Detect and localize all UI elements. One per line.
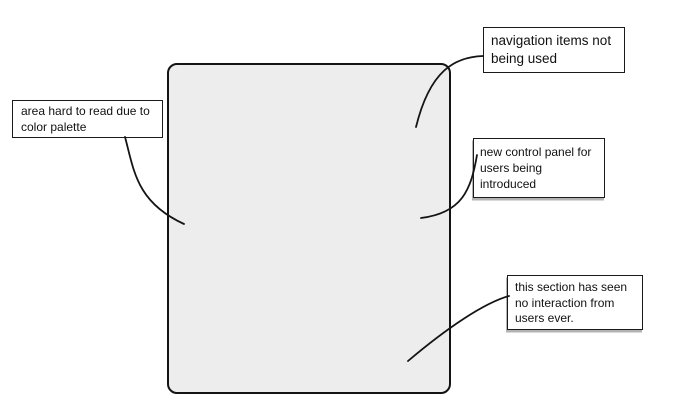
annotation-text-line: area hard to read due to <box>21 104 150 118</box>
annotation-new-control-panel: new control panel for users being introd… <box>473 138 605 198</box>
annotation-text-line: this section has seen <box>515 280 628 294</box>
annotation-text-line: users ever. <box>515 311 574 325</box>
annotation-text-line: being used <box>491 50 558 66</box>
annotation-no-interaction: this section has seen no interaction fro… <box>507 275 643 330</box>
annotation-text-line: new control panel for <box>480 145 592 159</box>
annotation-text-line: no interaction from <box>515 295 615 310</box>
annotation-text-line: navigation items not <box>491 33 612 48</box>
annotation-navigation-unused: navigation items not being used <box>483 27 625 73</box>
annotation-text-line: introduced <box>480 177 537 191</box>
wireframe-app-window <box>167 63 451 394</box>
annotation-text-line: users being <box>480 161 543 175</box>
annotation-hard-to-read: area hard to read due to color palette <box>12 100 163 138</box>
annotation-text-line: color palette <box>21 119 87 134</box>
